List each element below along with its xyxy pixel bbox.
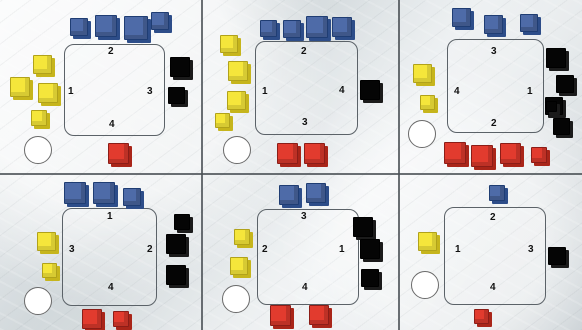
- blue-cube-icon: [260, 20, 277, 37]
- white-disc-icon: [24, 287, 52, 315]
- game-panel-3: 3 4 1 2: [400, 0, 582, 172]
- seat-number-left: 1: [455, 245, 461, 255]
- seat-number-top: 3: [301, 212, 307, 222]
- blue-cube-icon: [123, 188, 141, 206]
- table-area: [257, 209, 359, 305]
- yellow-cube-icon: [420, 95, 435, 110]
- seat-number-left: 1: [68, 87, 74, 97]
- seat-number-left: 4: [454, 87, 460, 97]
- red-cube-icon: [113, 311, 129, 327]
- seat-number-bottom: 4: [108, 283, 114, 293]
- black-cube-icon: [556, 75, 574, 93]
- seat-number-bottom: 3: [302, 118, 308, 128]
- white-disc-icon: [24, 136, 52, 164]
- black-cube-icon: [360, 80, 380, 100]
- seat-number-left: 3: [69, 245, 75, 255]
- yellow-cube-icon: [227, 91, 246, 110]
- yellow-cube-icon: [413, 64, 432, 83]
- black-cube-icon: [546, 101, 557, 112]
- red-cube-icon: [309, 305, 329, 325]
- red-cube-icon: [471, 145, 493, 167]
- black-cube-icon: [166, 265, 186, 285]
- blue-cube-icon: [306, 16, 328, 38]
- yellow-cube-icon: [33, 55, 52, 74]
- blue-cube-icon: [306, 183, 326, 203]
- black-cube-icon: [548, 247, 566, 265]
- red-cube-icon: [500, 143, 521, 164]
- seat-number-top: 2: [301, 47, 307, 57]
- panel-divider-vertical: [398, 0, 400, 330]
- yellow-cube-icon: [234, 229, 250, 245]
- seat-number-top: 2: [108, 47, 114, 57]
- seat-number-top: 2: [490, 213, 496, 223]
- blue-cube-icon: [332, 17, 352, 37]
- white-disc-icon: [223, 136, 251, 164]
- seat-number-top: 1: [107, 212, 113, 222]
- blue-cube-icon: [484, 15, 503, 34]
- game-panel-4: 1 3 2 4: [0, 175, 200, 330]
- red-cube-icon: [277, 143, 298, 164]
- black-cube-icon: [360, 239, 380, 259]
- blue-cube-icon: [520, 14, 538, 32]
- blue-cube-icon: [283, 20, 301, 38]
- yellow-cube-icon: [42, 263, 57, 278]
- seat-number-left: 1: [262, 87, 268, 97]
- game-panel-6: 2 1 3 4: [400, 175, 582, 330]
- seat-number-top: 3: [491, 47, 497, 57]
- red-cube-icon: [444, 142, 466, 164]
- yellow-cube-icon: [31, 110, 47, 126]
- seat-number-bottom: 2: [491, 119, 497, 129]
- seat-number-right: 1: [339, 245, 345, 255]
- yellow-cube-icon: [215, 113, 230, 128]
- yellow-cube-icon: [10, 77, 30, 97]
- white-disc-icon: [222, 285, 250, 313]
- seat-number-right: 3: [528, 245, 534, 255]
- blue-cube-icon: [95, 15, 117, 37]
- black-cube-icon: [166, 234, 186, 254]
- red-cube-icon: [531, 147, 547, 163]
- yellow-cube-icon: [37, 232, 56, 251]
- seat-number-bottom: 4: [109, 120, 115, 130]
- yellow-cube-icon: [230, 257, 248, 275]
- seat-number-right: 3: [147, 87, 153, 97]
- panel-divider-horizontal: [0, 173, 582, 175]
- black-cube-icon: [546, 48, 566, 68]
- blue-cube-icon: [452, 8, 471, 27]
- black-cube-icon: [170, 57, 190, 77]
- white-disc-icon: [411, 271, 439, 299]
- seat-number-bottom: 4: [490, 283, 496, 293]
- red-cube-icon: [82, 309, 102, 329]
- seat-number-right: 2: [147, 245, 153, 255]
- seat-number-right: 4: [339, 86, 345, 96]
- blue-cube-icon: [279, 185, 299, 205]
- white-disc-icon: [408, 120, 436, 148]
- blue-cube-icon: [124, 16, 148, 40]
- game-panel-2: 2 1 4 3: [203, 0, 397, 172]
- red-cube-icon: [108, 143, 129, 164]
- yellow-cube-icon: [228, 61, 248, 81]
- seat-number-bottom: 4: [302, 283, 308, 293]
- red-cube-icon: [304, 143, 325, 164]
- blue-cube-icon: [64, 182, 86, 204]
- blue-cube-icon: [151, 12, 169, 30]
- blue-cube-icon: [489, 185, 505, 201]
- yellow-cube-icon: [38, 83, 58, 103]
- black-cube-icon: [174, 214, 190, 230]
- black-cube-icon: [168, 87, 185, 104]
- blue-cube-icon: [93, 182, 115, 204]
- panel-divider-vertical: [201, 0, 203, 330]
- game-panel-1: 2 1 3 4: [0, 0, 200, 172]
- game-panel-5: 3 2 1 4: [203, 175, 397, 330]
- seat-number-left: 2: [262, 245, 268, 255]
- blue-cube-icon: [70, 18, 88, 36]
- yellow-cube-icon: [220, 35, 238, 53]
- seat-number-right: 1: [527, 87, 533, 97]
- red-cube-icon: [270, 305, 291, 326]
- black-cube-icon: [361, 269, 379, 287]
- black-cube-icon: [553, 118, 570, 135]
- black-cube-icon: [353, 217, 373, 237]
- yellow-cube-icon: [418, 232, 437, 251]
- red-cube-icon: [474, 309, 489, 324]
